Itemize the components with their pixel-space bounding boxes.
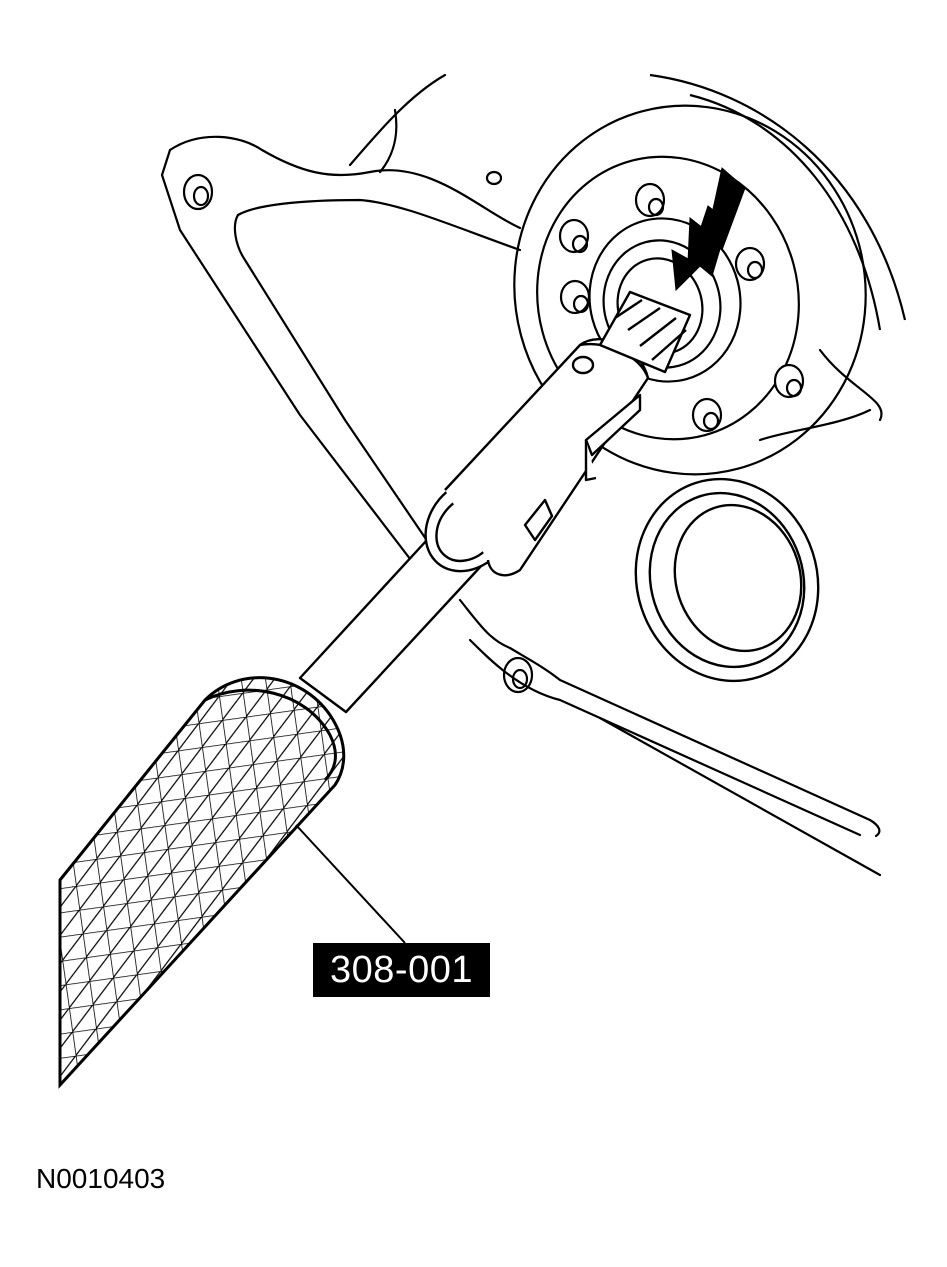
crank-bolt-holes [558, 182, 805, 433]
engine-housing [160, 73, 883, 877]
figure-id: N0010403 [36, 1163, 166, 1194]
direction-arrows [671, 167, 746, 292]
tool-number-text: 308-001 [330, 948, 473, 991]
seal-ring [634, 477, 820, 683]
tool-number-label: 308-001 [313, 943, 490, 997]
callout-leader-line [295, 824, 406, 944]
tool-shaft [298, 290, 692, 714]
tool-handle [58, 676, 346, 1089]
arrow-icon [671, 205, 729, 292]
flange-bolt-holes [182, 170, 534, 694]
